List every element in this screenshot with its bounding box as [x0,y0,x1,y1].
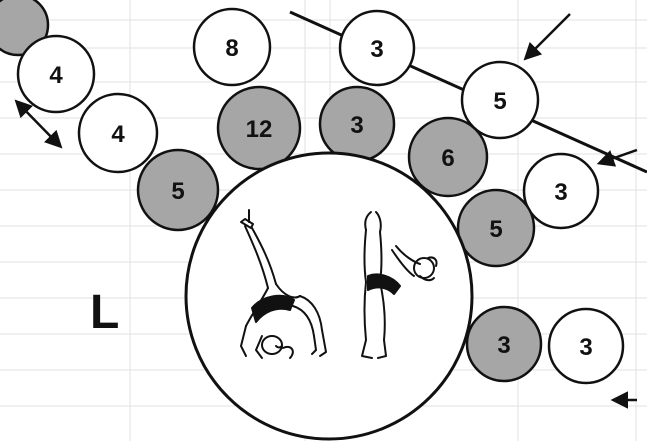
numbered-circle-12: 12 [216,85,302,171]
gymnast-illustration [240,209,438,359]
numbered-circle-5c: 5 [456,188,536,268]
circle-shape [16,34,96,114]
center-circle [184,151,474,441]
circle-shape [407,116,489,198]
letter-l-label: L [90,286,119,339]
numbered-circle-3c: 3 [522,152,600,230]
circle-shape [465,305,543,383]
arrow-top-right [523,13,571,61]
circle-shape [136,148,220,232]
gymnast-handstand-figure [361,211,438,359]
circle-number-label: 4 [111,121,125,148]
circle-shape [77,92,159,174]
circle-number-label: 5 [489,216,502,243]
numbered-circle-3d: 3 [465,305,543,383]
numbered-circle-3e: 3 [547,307,625,385]
circle-shape [216,85,302,171]
numbered-circle-8: 8 [192,7,272,87]
circle-number-label: 8 [225,35,238,62]
circle-number-label: 4 [49,62,63,89]
circle-number-label: 3 [554,179,567,206]
circle-shape [547,307,625,385]
numbered-circle-4b: 4 [77,92,159,174]
circle-number-label: 3 [350,112,363,139]
numbered-circle-3b: 3 [318,85,396,163]
numbered-circle-3a: 3 [338,9,416,87]
circle-shape [460,60,540,140]
gymnast-backbend-figure [240,209,327,359]
circle-shape [456,188,536,268]
numbered-circle-4a: 4 [16,34,96,114]
circle-number-label: 12 [246,116,273,143]
numbered-circle-5b: 5 [460,60,540,140]
circle-number-label: 5 [493,88,506,115]
numbered-circles: 4 4 5 8 12 3 3 5 6 3 5 3 3 [0,0,625,385]
circle-number-label: 3 [497,332,510,359]
circle-number-label: 3 [579,334,592,361]
circle-number-label: 3 [370,36,383,63]
circle-shape [192,7,272,87]
circle-number-label: 6 [441,145,454,172]
circle-number-label: 5 [171,178,184,205]
arrow-right-middle [596,148,638,167]
numbered-circle-6: 6 [407,116,489,198]
numbered-circle-5a: 5 [136,148,220,232]
circle-shape [338,9,416,87]
arrow-double-left [14,99,63,149]
circle-shape [522,152,600,230]
